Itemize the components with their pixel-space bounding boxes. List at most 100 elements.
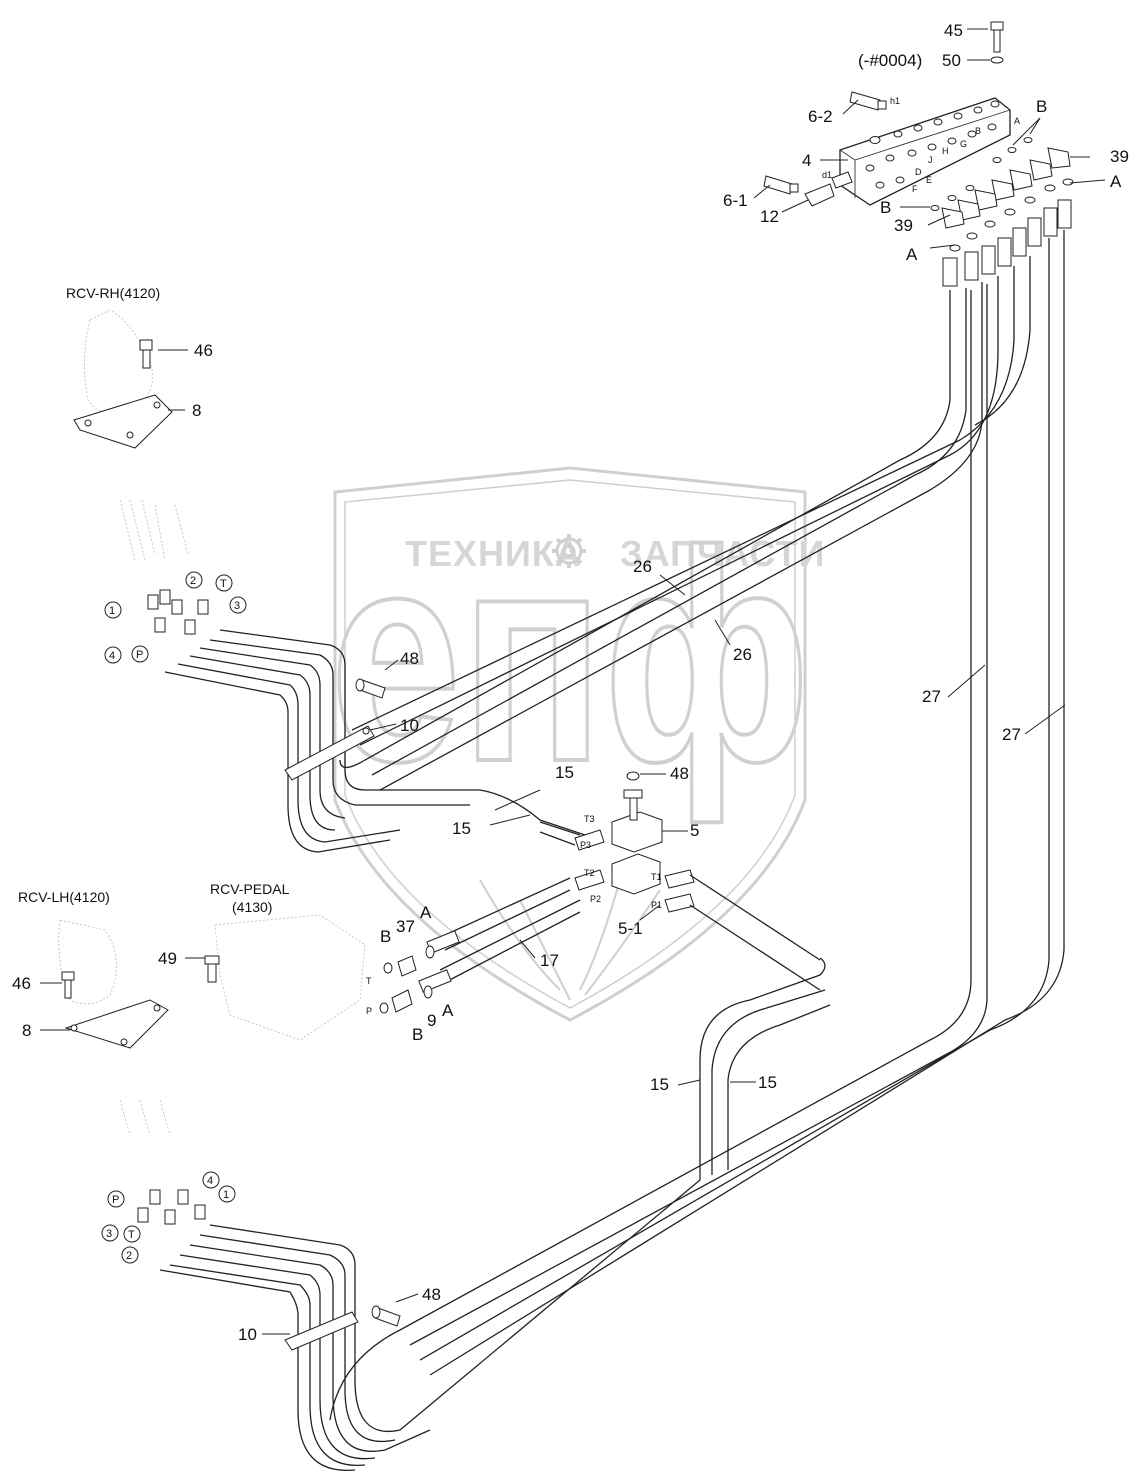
svg-text:4: 4 bbox=[207, 1175, 213, 1187]
watermark-wheat-icon bbox=[479, 879, 661, 1001]
watermark-shield bbox=[333, 466, 807, 1022]
callout-15-b: 15 bbox=[452, 819, 471, 838]
pipe-bundle-26 bbox=[339, 256, 1031, 791]
title-rcv-lh: RCV-LH(4120) bbox=[18, 889, 110, 905]
watermark-monogram: епф bbox=[330, 488, 810, 826]
callout-26-upper: 26 bbox=[633, 557, 652, 576]
callout-A-right: A bbox=[1110, 172, 1122, 191]
clamp-10-upper bbox=[284, 725, 375, 781]
pipe-bundle-bottom bbox=[159, 957, 831, 1471]
svg-text:4: 4 bbox=[109, 650, 115, 662]
callout-5: 5 bbox=[690, 821, 699, 840]
callout-39-right: 39 bbox=[1110, 147, 1129, 166]
callout-37: 37 bbox=[396, 917, 415, 936]
rcv-pedal-assembly bbox=[204, 914, 366, 1041]
circled-rh-4: 4 bbox=[104, 646, 122, 664]
port-T2: T2 bbox=[584, 868, 595, 878]
callout-48-center: 48 bbox=[670, 764, 689, 783]
callout-B-mid1: B bbox=[380, 927, 391, 946]
callout-8-lh: 8 bbox=[22, 1021, 31, 1040]
rcv-rh-fittings bbox=[147, 589, 209, 635]
rcv-lh-assembly bbox=[58, 919, 171, 1136]
callout-27-left: 27 bbox=[922, 687, 941, 706]
callout-39-left: 39 bbox=[894, 216, 913, 235]
callout-A-mid1: A bbox=[420, 903, 432, 922]
circled-lh-P: P bbox=[107, 1190, 125, 1208]
callout-48-upper: 48 bbox=[400, 649, 419, 668]
rcv-rh-assembly bbox=[73, 309, 189, 561]
callout-9: 9 bbox=[427, 1011, 436, 1030]
port-labels: h1 d1 A B G H J D E F T3 P3 T2 P2 T1 P1 … bbox=[366, 96, 1020, 1016]
elbow-fittings-39 bbox=[941, 147, 1071, 229]
gear-icon bbox=[552, 534, 586, 568]
circled-markers-lh: 4 1 P 3 T 2 bbox=[101, 1171, 236, 1264]
title-rcv-rh: RCV-RH(4120) bbox=[66, 285, 160, 301]
callout-6-2: 6-2 bbox=[808, 107, 833, 126]
watermark: ТЕХНИКА ЗАПЧАСТИ епф bbox=[328, 466, 824, 1022]
svg-text:2: 2 bbox=[190, 575, 196, 587]
port-D: D bbox=[915, 167, 922, 177]
port-T1: T1 bbox=[651, 872, 662, 882]
clamp-10-lower bbox=[284, 1311, 359, 1351]
callout-B-top: B bbox=[1036, 97, 1047, 116]
pipe-bundle-rh bbox=[164, 629, 601, 853]
callout-10-lower: 10 bbox=[238, 1325, 257, 1344]
circled-lh-2: 2 bbox=[121, 1246, 139, 1264]
circled-lh-T: T bbox=[123, 1225, 141, 1243]
callout-10-upper: 10 bbox=[400, 716, 419, 735]
port-E: E bbox=[926, 175, 932, 185]
port-P-pedal: P bbox=[366, 1006, 372, 1016]
hose-end-fittings bbox=[942, 199, 1072, 287]
svg-text:T: T bbox=[220, 578, 227, 590]
svg-text:T: T bbox=[128, 1229, 135, 1241]
callout-B-left: B bbox=[880, 198, 891, 217]
manifold-body bbox=[839, 97, 1011, 206]
port-A-manifold: A bbox=[1014, 116, 1020, 126]
o-rings-A bbox=[949, 178, 1074, 252]
port-P2: P2 bbox=[590, 894, 601, 904]
manifold-block bbox=[763, 21, 1074, 287]
port-P3: P3 bbox=[580, 840, 591, 850]
port-h1: h1 bbox=[890, 96, 900, 106]
svg-text:3: 3 bbox=[106, 1228, 112, 1240]
manifold-ports bbox=[865, 100, 1000, 189]
callout-15-c: 15 bbox=[650, 1075, 669, 1094]
callout-6-1: 6-1 bbox=[723, 191, 748, 210]
circled-rh-P: P bbox=[131, 645, 149, 663]
svg-text:P: P bbox=[112, 1194, 119, 1206]
svg-text:3: 3 bbox=[234, 600, 240, 612]
callout-12: 12 bbox=[760, 207, 779, 226]
svg-text:2: 2 bbox=[126, 1250, 132, 1262]
watermark-left-word: ТЕХНИКА bbox=[405, 533, 582, 574]
callout-serial: (-#0004) bbox=[858, 51, 922, 70]
callout-45: 45 bbox=[944, 21, 963, 40]
port-J: J bbox=[928, 155, 933, 165]
circled-lh-3: 3 bbox=[101, 1224, 119, 1242]
svg-text:1: 1 bbox=[223, 1189, 229, 1201]
rcv-lh-fittings bbox=[137, 1189, 206, 1225]
leader-lines bbox=[40, 28, 1106, 1335]
port-F: F bbox=[912, 184, 918, 194]
circled-rh-3: 3 bbox=[229, 596, 247, 614]
elbow-12 bbox=[804, 171, 853, 207]
bolt-48-upper bbox=[355, 678, 386, 699]
callout-8-rh: 8 bbox=[192, 401, 201, 420]
svg-text:1: 1 bbox=[109, 605, 115, 617]
callout-46-rh: 46 bbox=[194, 341, 213, 360]
bolt-45 bbox=[990, 21, 1004, 64]
rh-flange-8 bbox=[73, 394, 173, 449]
callout-26-lower: 26 bbox=[733, 645, 752, 664]
pipe-bundle-27 bbox=[329, 230, 1065, 1421]
callout-27-right: 27 bbox=[1002, 725, 1021, 744]
callouts: 45 (-#0004) 50 6-2 4 6-1 12 B 39 A B 39 … bbox=[12, 21, 1129, 1344]
circled-lh-1: 1 bbox=[218, 1185, 236, 1203]
port-G: G bbox=[960, 139, 967, 149]
callout-48-lower: 48 bbox=[422, 1285, 441, 1304]
callout-5-1: 5-1 bbox=[618, 919, 643, 938]
callout-17: 17 bbox=[540, 951, 559, 970]
callout-B-mid2: B bbox=[412, 1025, 423, 1044]
port-T3: T3 bbox=[584, 814, 595, 824]
port-T-pedal: T bbox=[366, 976, 372, 986]
valve-block-5 bbox=[574, 771, 695, 913]
